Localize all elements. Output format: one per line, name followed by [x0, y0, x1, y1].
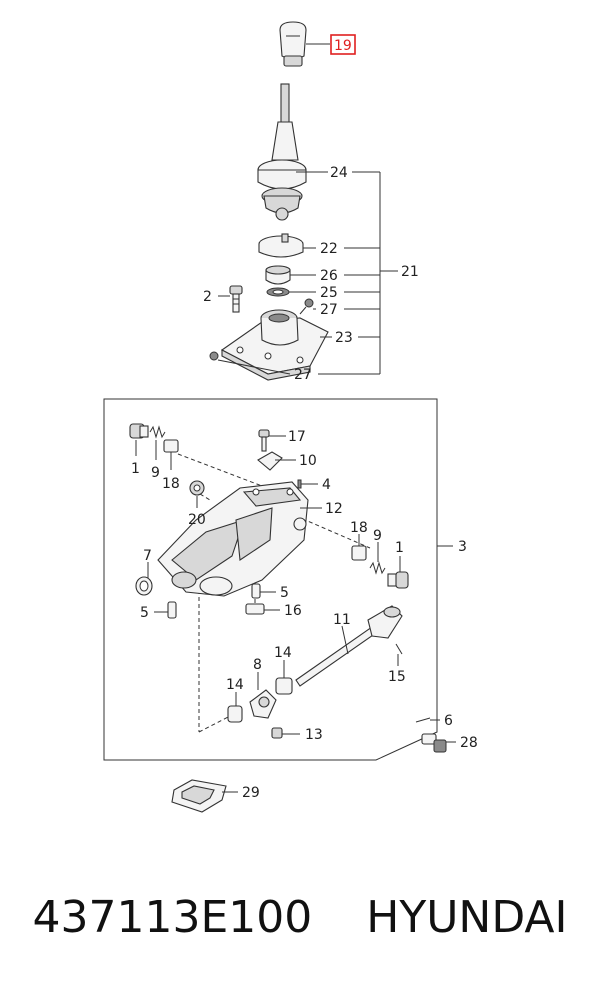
pin-part	[167, 601, 177, 619]
bushing-part	[265, 265, 291, 285]
callout-27-upper: 27	[320, 302, 338, 318]
shift-lever-part	[257, 83, 307, 221]
bracket-part	[257, 451, 283, 471]
pin-part	[297, 479, 302, 489]
part-number: 437113E100	[32, 891, 313, 943]
plug-part	[387, 571, 409, 589]
spring-part	[149, 425, 166, 439]
ring-part	[258, 233, 304, 258]
pin-part	[351, 545, 367, 561]
shift-rod-part	[295, 605, 403, 687]
callout-13: 13	[305, 727, 323, 743]
washer-part	[266, 287, 290, 297]
pin-part	[415, 717, 431, 723]
nut-part	[189, 480, 205, 496]
callout-27-lower: 27	[294, 367, 312, 383]
callout-21: 21	[401, 264, 419, 280]
assembly-frame	[103, 398, 438, 761]
callout-22: 22	[320, 241, 338, 257]
callout-14-left: 14	[226, 677, 244, 693]
callout-7: 7	[143, 548, 152, 564]
switch-part	[421, 733, 447, 753]
screw-part	[209, 351, 219, 361]
callout-5-right: 5	[280, 585, 289, 601]
callout-12: 12	[325, 501, 343, 517]
brand-name: HYUNDAI	[366, 891, 568, 943]
cover-plate-part	[171, 779, 227, 813]
callout-5-left: 5	[140, 605, 149, 621]
select-lever-part	[249, 689, 277, 719]
callout-17: 17	[288, 429, 306, 445]
product-footer: 437113E100 HYUNDAI	[0, 872, 600, 962]
pin-part	[395, 643, 403, 655]
callout-highlight-box	[330, 34, 356, 55]
callout-9-left: 9	[151, 465, 160, 481]
callout-24: 24	[330, 165, 348, 181]
callout-3: 3	[458, 539, 467, 555]
callout-20: 20	[188, 512, 206, 528]
bolt-part	[258, 429, 270, 452]
callout-19: 19	[334, 38, 352, 54]
bolt-part	[271, 727, 283, 739]
bolt-part	[229, 285, 243, 313]
callout-1-right: 1	[395, 540, 404, 556]
callout-18-left: 18	[162, 476, 180, 492]
callout-8: 8	[253, 657, 262, 673]
pin-part	[251, 583, 261, 599]
plug-part	[129, 423, 149, 439]
screw-part	[299, 298, 314, 315]
pin-part	[163, 439, 179, 453]
shift-knob-part	[279, 21, 307, 67]
spring-part	[369, 561, 386, 575]
callout-23: 23	[335, 330, 353, 346]
parts-diagram: 19 24 22 26 21 2 25 27 23 27 3	[103, 21, 478, 813]
base-plate-part	[220, 309, 329, 381]
bushing-part	[227, 705, 243, 723]
callout-2: 2	[203, 289, 212, 305]
callout-1-left: 1	[131, 461, 140, 477]
callout-14-right: 14	[274, 645, 292, 661]
pin-part	[245, 603, 265, 615]
callout-9-right: 9	[373, 528, 382, 544]
callout-26: 26	[320, 268, 338, 284]
callout-10: 10	[299, 453, 317, 469]
callout-15: 15	[388, 669, 406, 685]
callout-18-right: 18	[350, 520, 368, 536]
housing-part	[157, 481, 309, 597]
seal-part	[135, 576, 153, 596]
callout-29: 29	[242, 785, 260, 801]
bushing-part	[275, 677, 293, 695]
callout-11: 11	[333, 612, 351, 628]
callout-16: 16	[284, 603, 302, 619]
callout-25: 25	[320, 285, 338, 301]
callout-28: 28	[460, 735, 478, 751]
callout-4: 4	[322, 477, 331, 493]
callout-6: 6	[444, 713, 453, 729]
